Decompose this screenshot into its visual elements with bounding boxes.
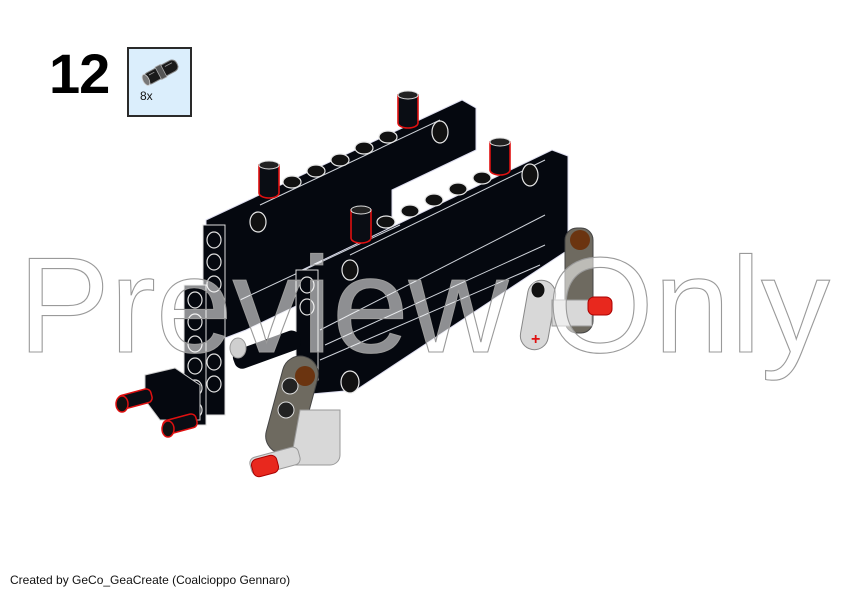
- creator-credit: Created by GeCo_GeaCreate (Coalcioppo Ge…: [10, 573, 291, 587]
- step-number: 12: [49, 42, 110, 105]
- part-quantity: 8x: [140, 89, 153, 103]
- connector-pin-icon: [141, 59, 179, 86]
- parts-list-callout: 8x: [127, 47, 192, 117]
- highlighted-pins: [258, 90, 511, 244]
- svg-text:+: +: [531, 331, 540, 348]
